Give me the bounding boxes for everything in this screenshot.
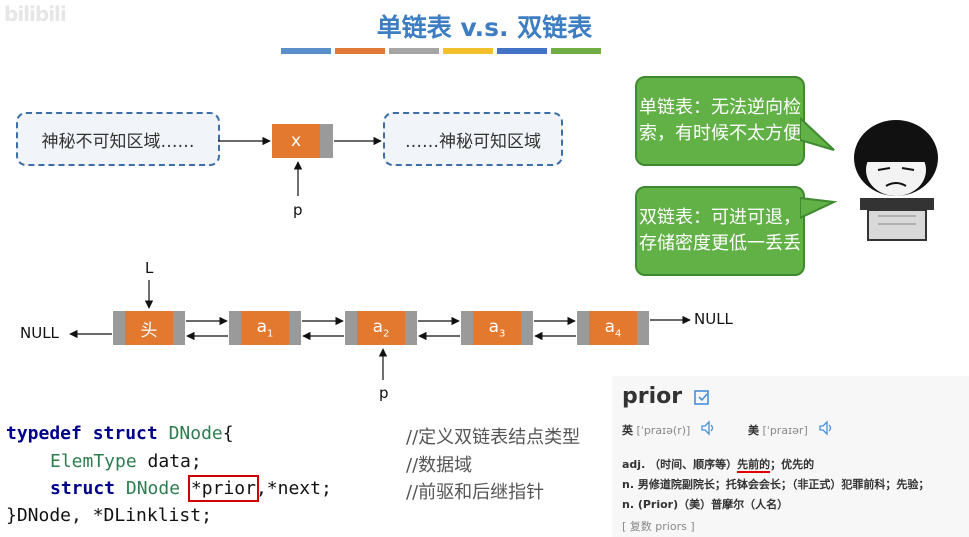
node-a2-label: a2 bbox=[372, 316, 390, 340]
meme-character-illustration bbox=[854, 120, 938, 241]
unknown-region-box: 神秘不可知区域…… bbox=[16, 112, 220, 166]
accent-bar-6 bbox=[551, 48, 601, 54]
accent-bar-2 bbox=[335, 48, 385, 54]
field-next: ,*next; bbox=[255, 478, 332, 499]
node-a3: a3 bbox=[473, 311, 521, 345]
node-a3-label: a3 bbox=[488, 316, 506, 340]
comment-3: //前驱和后继指针 bbox=[406, 482, 545, 503]
watermark-logo: bilibili bbox=[4, 2, 67, 26]
node-a2-next-field bbox=[405, 311, 417, 345]
accent-bar-3 bbox=[389, 48, 439, 54]
single-pointer-p-label: p bbox=[293, 201, 303, 219]
comment-1: //定义双链表结点类型 bbox=[406, 427, 581, 448]
kw-struct-2: struct bbox=[50, 478, 116, 499]
node-a3-prior-field bbox=[461, 311, 473, 345]
bubble-tails bbox=[800, 116, 838, 220]
dict-word: prior bbox=[622, 384, 683, 409]
single-node-x: x bbox=[272, 124, 320, 158]
kw-struct: struct bbox=[92, 423, 158, 444]
definition-noun: n. 男修道院副院长；托钵会会长；（非正式）犯罪前科；先验； bbox=[622, 478, 930, 491]
type-dnode: DNode bbox=[168, 423, 223, 444]
definition-adj: adj. （时间、顺序等）先前的；优先的 bbox=[622, 458, 815, 473]
type-dnode-2: DNode bbox=[125, 478, 181, 499]
single-node-next-field bbox=[320, 124, 333, 158]
known-region-label: ……神秘可知区域 bbox=[405, 131, 541, 152]
head-node: 头 bbox=[125, 311, 173, 345]
head-next-field bbox=[173, 311, 185, 345]
node-a2-prior-field bbox=[345, 311, 357, 345]
us-speaker-icon[interactable] bbox=[818, 420, 834, 436]
node-a4-label: a4 bbox=[604, 316, 622, 340]
accent-bar-5 bbox=[497, 48, 547, 54]
accent-bar-1 bbox=[281, 48, 331, 54]
open-brace: { bbox=[222, 423, 234, 444]
kw-typedef: typedef bbox=[6, 423, 82, 444]
code-line-3: struct DNode *prior,*next; bbox=[50, 475, 332, 502]
accent-bar-4 bbox=[443, 48, 493, 54]
head-node-label: 头 bbox=[140, 320, 158, 341]
highlighted-definition: 先前的 bbox=[737, 458, 771, 473]
field-prior-highlighted: *prior bbox=[187, 475, 259, 502]
definition-name: n. (Prior)（美）普摩尔（人名） bbox=[622, 498, 789, 511]
node-a1-label: a1 bbox=[256, 316, 274, 340]
code-line-1: typedef struct DNode{ bbox=[6, 423, 234, 444]
type-elemtype: ElemType bbox=[50, 451, 137, 472]
comment-2: //数据域 bbox=[406, 455, 473, 476]
node-a1: a1 bbox=[241, 311, 289, 345]
us-pronunciation: 美 [ˈpraɪər] bbox=[748, 424, 808, 437]
double-list-bubble-text: 双链表：可进可退，存储密度更低一丢丢 bbox=[639, 207, 801, 254]
single-node-label: x bbox=[290, 131, 302, 151]
plural-form: [ 复数 priors ] bbox=[622, 520, 695, 533]
single-list-bubble: 单链表：无法逆向检索，有时候不太方便 bbox=[635, 76, 805, 166]
uk-pronunciation: 英 [ˈpraɪə(r)] bbox=[622, 424, 691, 437]
head-pointer-L-label: L bbox=[145, 259, 154, 277]
dictionary-popup: prior 英 [ˈpraɪə(r)] 美 [ˈpraɪər] adj. （时间… bbox=[612, 376, 969, 537]
add-to-wordbook-icon[interactable] bbox=[694, 390, 710, 406]
node-a1-prior-field bbox=[229, 311, 241, 345]
unknown-region-label: 神秘不可知区域…… bbox=[41, 131, 195, 152]
known-region-box: ……神秘可知区域 bbox=[383, 112, 563, 166]
node-a2: a2 bbox=[357, 311, 405, 345]
slide-title: 单链表 v.s. 双链表 bbox=[376, 13, 593, 42]
node-a1-next-field bbox=[289, 311, 301, 345]
double-list-bubble: 双链表：可进可退，存储密度更低一丢丢 bbox=[635, 186, 805, 276]
node-a4: a4 bbox=[589, 311, 637, 345]
field-data: data; bbox=[136, 451, 202, 472]
head-prior-field bbox=[113, 311, 125, 345]
node-a3-next-field bbox=[521, 311, 533, 345]
node-a4-prior-field bbox=[577, 311, 589, 345]
null-right-label: NULL bbox=[694, 310, 733, 328]
code-line-4: }DNode, *DLinklist; bbox=[6, 505, 212, 526]
single-list-bubble-text: 单链表：无法逆向检索，有时候不太方便 bbox=[639, 97, 801, 144]
code-line-2: ElemType data; bbox=[50, 451, 202, 472]
double-pointer-p-label: p bbox=[379, 384, 389, 402]
uk-speaker-icon[interactable] bbox=[700, 420, 716, 436]
node-a4-next-field bbox=[637, 311, 649, 345]
null-left-label: NULL bbox=[20, 324, 59, 342]
